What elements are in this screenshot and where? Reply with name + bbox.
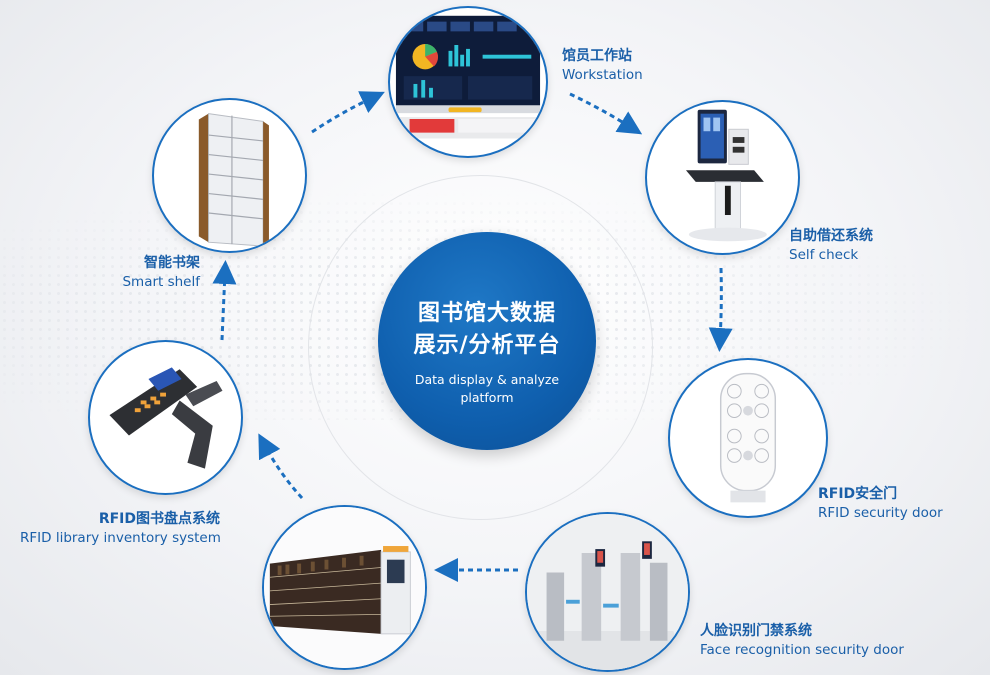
center-platform-circle: 图书馆大数据 展示/分析平台 Data display & analyze pl… <box>378 232 596 450</box>
security-door-label: RFID安全门 RFID security door <box>818 483 943 521</box>
security-door-label-en: RFID security door <box>818 505 943 521</box>
face-recognition-gate-icon <box>527 514 688 670</box>
bookshelf-inventory-icon <box>264 507 425 668</box>
security-door-label-zh: RFID安全门 <box>818 486 898 502</box>
smart-shelf-icon <box>198 113 269 249</box>
face-recognition-label-en: Face recognition security door <box>700 642 904 658</box>
handheld-reader-node <box>88 340 243 495</box>
security-door-node <box>668 358 828 518</box>
self-check-label-zh: 自助借还系统 <box>789 228 873 244</box>
center-subtitle-line2: platform <box>460 390 514 405</box>
center-subtitle-line1: Data display & analyze <box>414 372 560 387</box>
center-title-line1: 图书馆大数据 <box>417 301 556 326</box>
smart-shelf-label-en: Smart shelf <box>122 274 200 290</box>
workstation-label-zh: 馆员工作站 <box>562 48 632 64</box>
self-check-node <box>645 100 800 255</box>
inventory-label-en: RFID library inventory system <box>20 530 221 546</box>
workstation-node <box>388 6 548 158</box>
inventory-label: RFID图书盘点系统 RFID library inventory system <box>20 508 221 546</box>
arrow-inventory-to-handheld <box>258 433 304 500</box>
smart-shelf-node <box>152 98 307 253</box>
inventory-node <box>262 505 427 670</box>
arrow-shelf-to-workstation <box>311 91 385 134</box>
self-check-kiosk-icon <box>685 109 767 242</box>
workstation-label-en: Workstation <box>562 67 643 83</box>
face-recognition-node <box>525 512 690 672</box>
self-check-label-en: Self check <box>789 247 859 263</box>
workstation-monitor-icon <box>395 15 541 139</box>
smart-shelf-label: 智能书架 Smart shelf <box>80 252 200 290</box>
smart-shelf-label-zh: 智能书架 <box>144 255 200 271</box>
face-recognition-label-zh: 人脸识别门禁系统 <box>700 623 812 639</box>
arrow-workstation-to-selfcheck <box>569 92 643 135</box>
orbit-ring <box>308 175 653 520</box>
security-gate-icon <box>719 372 777 503</box>
rfid-handheld-reader-icon <box>109 367 223 469</box>
face-recognition-label: 人脸识别门禁系统 Face recognition security door <box>700 620 904 658</box>
inventory-label-zh: RFID图书盘点系统 <box>98 511 220 527</box>
center-title-line2: 展示/分析平台 <box>413 333 561 358</box>
workstation-label: 馆员工作站 Workstation <box>562 45 643 83</box>
self-check-label: 自助借还系统 Self check <box>789 225 873 263</box>
